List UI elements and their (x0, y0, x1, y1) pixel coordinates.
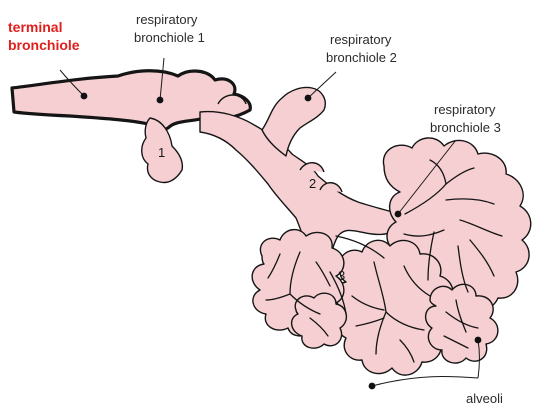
dot-respiratory-bronchiole-1 (157, 97, 164, 104)
dot-respiratory-bronchiole-2 (305, 95, 312, 102)
generation-number-1: 1 (158, 145, 165, 160)
label-terminal-line2: bronchiole (8, 37, 80, 53)
label-resp3-line2: bronchiole 3 (430, 120, 501, 135)
label-resp3-line1: respiratory (434, 102, 496, 117)
leader-alveoli-a (372, 376, 478, 386)
label-resp2-line2: bronchiole 2 (326, 50, 397, 65)
label-terminal-line1: terminal (8, 19, 62, 35)
label-alveoli: alveoli (466, 391, 503, 406)
label-resp2-line1: respiratory (330, 32, 392, 47)
generation-number-2: 2 (309, 176, 316, 191)
dot-respiratory-bronchiole-3 (395, 211, 402, 218)
dot-alveoli-a (369, 383, 376, 390)
label-resp1-line2: bronchiole 1 (134, 30, 205, 45)
generation-number-3: 3 (338, 268, 345, 283)
dot-terminal-bronchiole (81, 93, 88, 100)
label-resp1-line1: respiratory (136, 12, 198, 27)
dot-alveoli-b (475, 337, 482, 344)
